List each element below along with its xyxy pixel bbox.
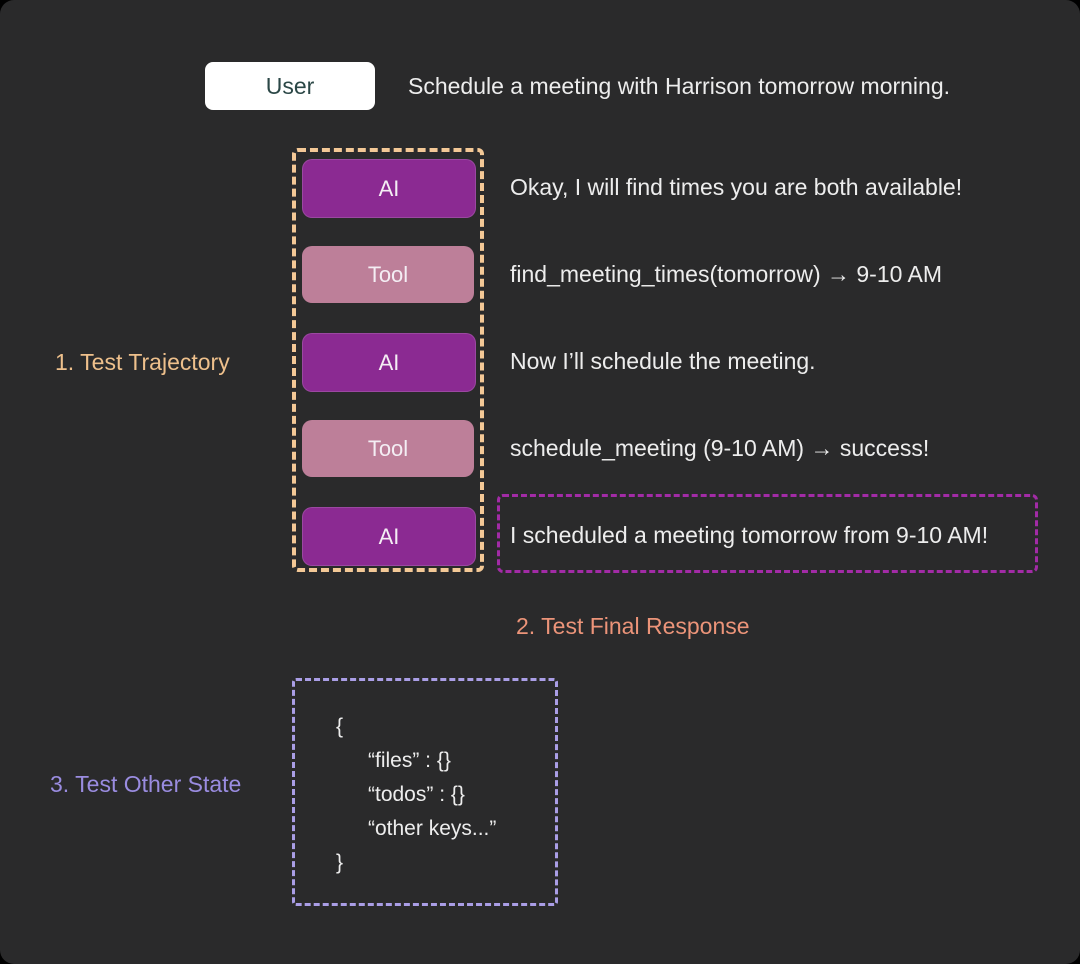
json-line-close-brace: } xyxy=(336,851,344,874)
step-text-2: find_meeting_times(tomorrow) → 9-10 AM xyxy=(510,261,943,287)
user-message: Schedule a meeting with Harrison tomorro… xyxy=(408,72,951,99)
step-text-3: Now I’ll schedule the meeting. xyxy=(510,348,816,374)
trajectory-dashed-box xyxy=(292,148,484,572)
step-badge-ai-2: AI xyxy=(302,333,476,392)
step-text-5: I scheduled a meeting tomorrow from 9-10… xyxy=(510,522,989,548)
final-response-dashed-box xyxy=(497,494,1038,573)
json-line-other-keys: “other keys...” xyxy=(368,817,497,840)
step-badge-ai-1: AI xyxy=(302,159,476,218)
json-line-todos: “todos” : {} xyxy=(368,783,465,806)
step-text-4: schedule_meeting (9-10 AM) → success! xyxy=(510,435,930,461)
json-line-open-brace: { xyxy=(336,715,344,738)
label-test-other-state: 3. Test Other State xyxy=(50,771,242,797)
other-state-dashed-box xyxy=(292,678,558,906)
json-line-files: “files” : {} xyxy=(368,749,451,772)
label-test-final-response: 2. Test Final Response xyxy=(516,613,750,639)
step-badge-ai-3: AI xyxy=(302,507,476,566)
label-test-trajectory: 1. Test Trajectory xyxy=(55,349,230,375)
user-badge: User xyxy=(205,62,375,110)
step-text-1: Okay, I will find times you are both ava… xyxy=(510,174,963,200)
state-json-block: { “files” : {} “todos” : {} “other keys.… xyxy=(336,710,496,880)
step-badge-tool-1: Tool xyxy=(302,246,474,303)
step-badge-tool-2: Tool xyxy=(302,420,474,477)
